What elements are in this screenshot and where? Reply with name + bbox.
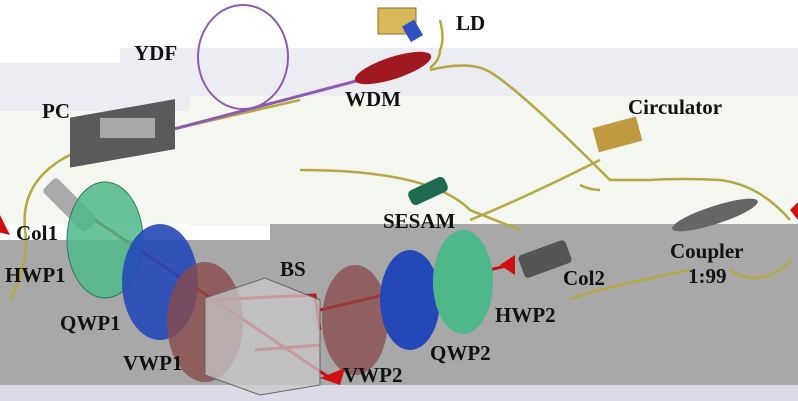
label-col1: Col1 — [16, 221, 58, 245]
vwp2-waveplate — [322, 265, 388, 375]
label-wdm: WDM — [345, 87, 401, 111]
label-sesam: SESAM — [383, 209, 456, 233]
label-vwp1: VWP1 — [123, 351, 183, 375]
ydf-fiber — [169, 78, 361, 132]
label-pc: PC — [42, 99, 70, 123]
label-bs: BS — [280, 257, 306, 281]
pc-top — [100, 118, 155, 138]
fiber — [8, 19, 793, 302]
input-arrow-icon — [500, 255, 515, 275]
collimator2-icon — [518, 240, 572, 278]
ydf-coil — [197, 4, 289, 110]
label-qwp2: QWP2 — [430, 341, 491, 365]
label-qwp1: QWP1 — [60, 311, 121, 335]
qwp2-waveplate — [380, 250, 440, 350]
label-hwp1: HWP1 — [5, 263, 66, 287]
circulator-icon — [592, 116, 643, 153]
label-coupler-ratio: 1:99 — [688, 264, 727, 288]
label-circulator: Circulator — [628, 95, 722, 119]
output-arrow-icon — [0, 215, 10, 235]
label-vwp2: VWP2 — [343, 363, 403, 387]
coupler-icon — [672, 198, 758, 232]
background-gray — [270, 224, 798, 244]
beam-splitter-cube — [204, 277, 321, 396]
hwp2-waveplate — [433, 230, 493, 334]
output-arrow-icon — [320, 368, 345, 385]
ld-connector — [401, 19, 424, 43]
output-arrow-icon — [790, 202, 798, 220]
sesam-icon — [408, 176, 448, 206]
label-hwp2: HWP2 — [495, 303, 556, 327]
label-ydf: YDF — [134, 41, 177, 65]
label-col2: Col2 — [563, 266, 605, 290]
label-ld: LD — [456, 11, 485, 35]
label-coupler: Coupler — [670, 239, 744, 263]
wdm-coupler-icon — [354, 51, 432, 85]
background-bottom — [0, 385, 798, 401]
